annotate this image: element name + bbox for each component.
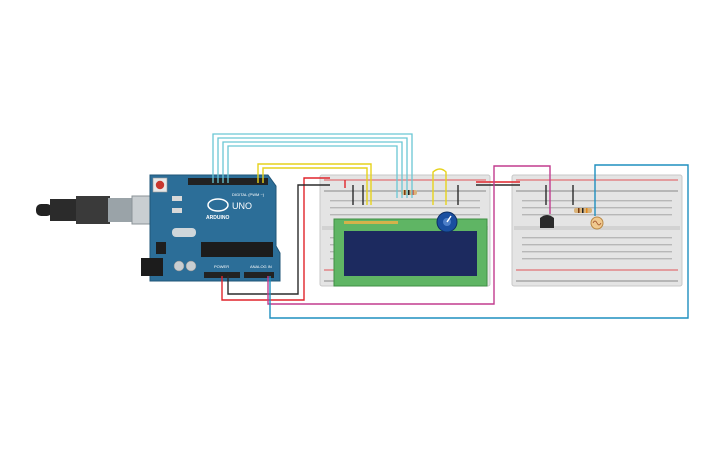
breadboard-sensor[interactable] xyxy=(511,174,683,287)
usb-cable-icon xyxy=(36,195,167,225)
analog-label: ANALOG IN xyxy=(250,264,272,269)
power-header xyxy=(204,272,240,278)
digital-label: DIGITAL (PWM ~) xyxy=(232,192,265,197)
wire-blue-analog xyxy=(269,164,689,319)
temperature-sensor-icon[interactable] xyxy=(540,215,554,228)
arduino-logo: UNO ARDUINO xyxy=(206,198,252,221)
photoresistor-icon[interactable] xyxy=(590,216,604,230)
analog-header xyxy=(244,272,274,278)
wire-magenta-analog xyxy=(267,165,551,305)
wire-red-5v xyxy=(221,177,520,301)
wire-black-gnd xyxy=(227,184,574,295)
power-jack-icon xyxy=(141,258,163,276)
brand-label: ARDUINO xyxy=(206,215,229,221)
lcd-screen xyxy=(344,231,477,276)
wire-cyan-bundle xyxy=(212,133,413,198)
sensor-resistor-icon xyxy=(574,208,592,213)
resistor-icon xyxy=(401,190,417,195)
lcd-display[interactable] xyxy=(333,218,488,287)
potentiometer-icon[interactable] xyxy=(436,211,458,233)
atmega-chip-icon xyxy=(201,242,273,257)
model-label: UNO xyxy=(232,201,252,211)
wire-yellow-lcd xyxy=(257,163,447,205)
arduino-uno-board[interactable]: UNO ARDUINO DIGITAL (PWM ~) POWER ANALOG… xyxy=(141,174,281,282)
reset-button-icon[interactable] xyxy=(152,177,168,193)
power-label: POWER xyxy=(214,264,229,269)
